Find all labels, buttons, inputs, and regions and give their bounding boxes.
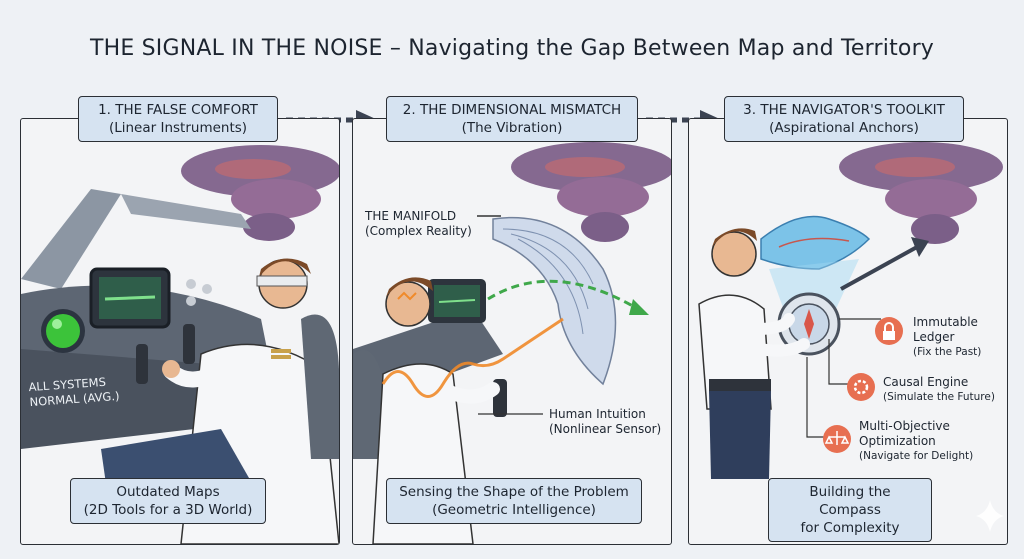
intuition-label-line-2: (Nonlinear Sensor) [549, 422, 662, 436]
panel-1-header: 1. THE FALSE COMFORT (Linear Instruments… [78, 96, 278, 142]
footer-line-2: for Complexity [800, 520, 900, 536]
header-subtitle: (Linear Instruments) [108, 120, 248, 136]
storm-cloud [511, 142, 671, 242]
anchor-name: Immutable [913, 315, 978, 329]
cockpit-illustration [21, 145, 339, 544]
anchor-name: Multi-Objective [859, 419, 950, 433]
anchor-causal-engine: Causal Engine (Simulate the Future) [883, 375, 995, 405]
anchor-name-2: Ledger [913, 330, 955, 344]
footer-line-1: Outdated Maps [116, 484, 220, 500]
manifold-label-line-2: (Complex Reality) [365, 224, 472, 238]
anchor-desc: (Simulate the Future) [883, 391, 995, 403]
panel-navigators-toolkit: Immutable Ledger (Fix the Past) Causal E… [688, 118, 1008, 545]
holographic-map [760, 215, 871, 270]
anchor-multi-objective: Multi-Objective Optimization (Navigate f… [859, 419, 973, 464]
footer-line-1: Building the Compass [809, 484, 891, 518]
header-title: 3. THE NAVIGATOR'S TOOLKIT [743, 102, 945, 118]
panel-3-footer: Building the Compass for Complexity [768, 478, 932, 542]
panel-1-footer: Outdated Maps (2D Tools for a 3D World) [70, 478, 266, 524]
footer-line-2: (2D Tools for a 3D World) [83, 502, 253, 518]
manifold-surface [492, 216, 617, 386]
vibration-wave [381, 317, 564, 398]
status-callout: ALL SYSTEMS NORMAL (AVG.) [28, 374, 120, 410]
panel-2-header: 2. THE DIMENSIONAL MISMATCH (The Vibrati… [386, 96, 638, 142]
footer-line-1: Sensing the Shape of the Problem [399, 484, 629, 500]
header-title: 1. THE FALSE COMFORT [98, 102, 258, 118]
panel-3-header: 3. THE NAVIGATOR'S TOOLKIT (Aspirational… [724, 96, 964, 142]
manifold-label-line-1: THE MANIFOLD [365, 209, 457, 223]
anchor-name-2: Optimization [859, 434, 936, 448]
manifold-label: THE MANIFOLD (Complex Reality) [365, 209, 472, 239]
toolkit-illustration [698, 142, 1003, 479]
gears-icon [847, 373, 875, 401]
intuition-label: Human Intuition (Nonlinear Sensor) [549, 407, 661, 437]
anchor-name: Causal Engine [883, 375, 969, 389]
manifold-illustration [353, 142, 671, 544]
header-subtitle: (The Vibration) [461, 120, 563, 136]
intuition-label-line-1: Human Intuition [549, 407, 646, 421]
anchor-immutable-ledger: Immutable Ledger (Fix the Past) [913, 315, 981, 360]
footer-line-2: (Geometric Intelligence) [432, 502, 596, 518]
anchor-desc: (Navigate for Delight) [859, 450, 974, 462]
storm-cloud [181, 145, 339, 241]
anchor-desc: (Fix the Past) [913, 346, 982, 358]
panel-2-footer: Sensing the Shape of the Problem (Geomet… [386, 478, 642, 524]
header-title: 2. THE DIMENSIONAL MISMATCH [402, 102, 622, 118]
panel-false-comfort: ALL SYSTEMS NORMAL (AVG.) [20, 118, 340, 545]
header-subtitle: (Aspirational Anchors) [769, 120, 919, 136]
panel-dimensional-mismatch: THE MANIFOLD (Complex Reality) Human Int… [352, 118, 672, 545]
storm-cloud [839, 142, 1003, 244]
page-title: THE SIGNAL IN THE NOISE – Navigating the… [89, 36, 935, 61]
